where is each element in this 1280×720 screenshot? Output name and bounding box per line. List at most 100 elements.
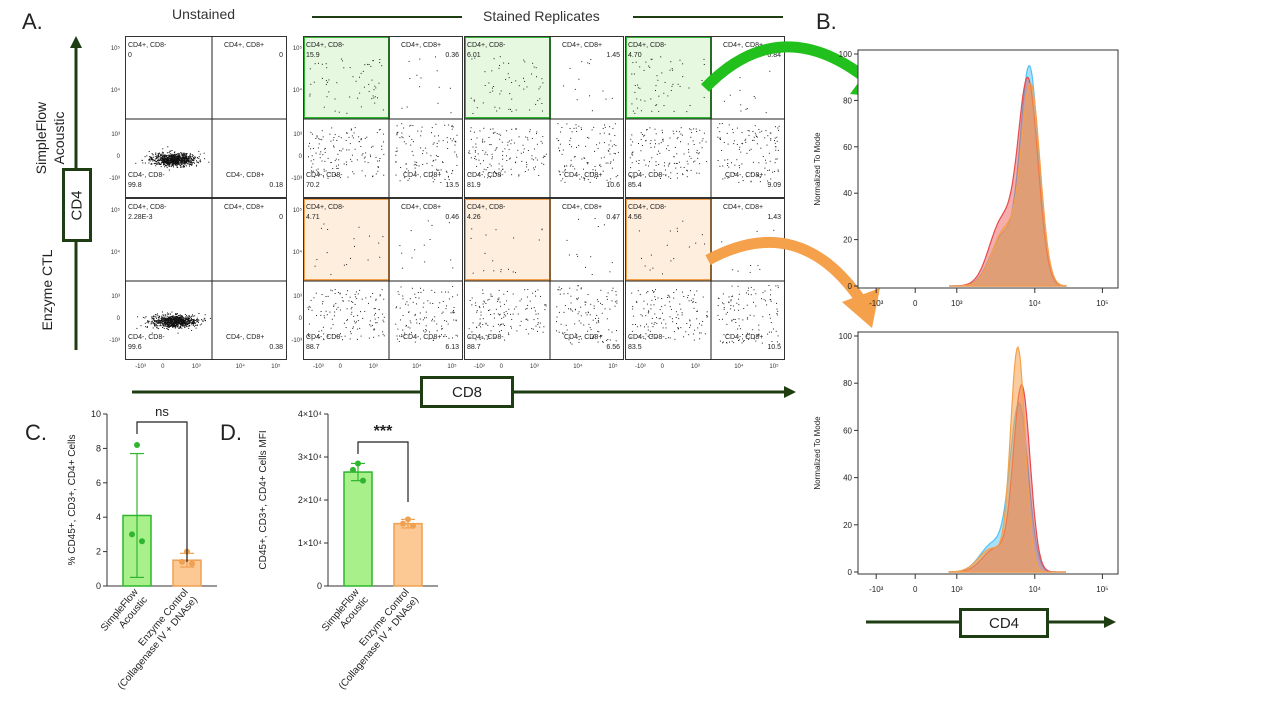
event-dot <box>529 109 531 111</box>
event-dot <box>689 105 691 106</box>
event-dot <box>191 319 193 321</box>
event-dot <box>323 168 325 170</box>
quadrant-value-lr: 10.5 <box>767 344 781 351</box>
event-dot <box>450 112 452 114</box>
event-dot <box>687 143 689 145</box>
event-dot <box>594 166 596 167</box>
event-dot <box>186 322 188 324</box>
event-dot <box>564 166 566 168</box>
event-dot <box>776 158 778 160</box>
event-dot <box>753 315 755 317</box>
event-dot <box>175 319 177 321</box>
event-dot <box>577 313 579 315</box>
event-dot <box>163 155 165 157</box>
event-dot <box>488 298 490 300</box>
event-dot <box>650 98 652 100</box>
event-dot <box>195 320 197 321</box>
event-dot <box>183 152 185 154</box>
event-dot <box>161 155 163 156</box>
event-dot <box>615 340 617 342</box>
event-dot <box>174 321 176 323</box>
bar <box>343 471 373 587</box>
event-dot <box>444 178 446 180</box>
event-dot <box>701 324 703 326</box>
event-dot <box>756 230 758 232</box>
panel-label-c: C. <box>25 420 47 445</box>
event-dot <box>342 300 344 302</box>
event-dot <box>193 321 195 323</box>
event-dot <box>695 128 697 130</box>
event-dot <box>543 155 545 157</box>
event-dot <box>359 92 361 94</box>
event-dot <box>163 163 165 164</box>
event-dot <box>668 295 670 297</box>
event-dot <box>737 270 739 272</box>
x-tick-label: -10³ <box>474 364 485 370</box>
event-dot <box>173 156 175 158</box>
event-dot <box>322 175 324 177</box>
event-dot <box>175 158 177 160</box>
event-dot <box>699 338 701 340</box>
event-dot <box>476 107 478 109</box>
event-dot <box>746 176 748 178</box>
event-dot <box>157 156 159 158</box>
event-dot <box>576 130 578 132</box>
event-dot <box>604 124 605 126</box>
quadrant-value-ll: 83.5 <box>628 344 642 351</box>
event-dot <box>168 165 170 167</box>
event-dot <box>688 151 690 153</box>
event-dot <box>777 170 779 172</box>
event-dot <box>437 156 439 157</box>
event-dot <box>173 325 175 327</box>
event-dot <box>168 313 169 315</box>
event-dot <box>409 78 411 79</box>
event-dot <box>484 153 486 155</box>
event-dot <box>436 70 438 72</box>
event-dot <box>680 133 682 135</box>
event-dot <box>184 320 186 321</box>
event-dot <box>322 154 324 156</box>
event-dot <box>188 161 190 163</box>
event-dot <box>352 76 354 78</box>
event-dot <box>434 135 436 137</box>
event-dot <box>770 139 772 141</box>
event-dot <box>761 130 763 132</box>
event-dot <box>632 306 634 307</box>
event-dot <box>650 254 652 256</box>
event-dot <box>329 172 331 174</box>
event-dot <box>175 323 176 325</box>
event-dot <box>180 166 182 168</box>
quadrant-value-ur: 0.47 <box>606 214 620 221</box>
event-dot <box>196 164 198 166</box>
event-dot <box>183 321 185 323</box>
event-dot <box>556 321 557 323</box>
event-dot <box>177 167 179 168</box>
event-dot <box>640 325 642 327</box>
quadrant-name-lr: CD4-, CD8+ <box>564 172 603 179</box>
event-dot <box>600 335 602 336</box>
event-dot <box>199 159 201 161</box>
event-dot <box>638 160 640 161</box>
event-dot <box>734 164 736 166</box>
event-dot <box>166 152 168 154</box>
event-dot <box>611 167 613 169</box>
event-dot <box>338 111 340 113</box>
event-dot <box>328 79 330 81</box>
event-dot <box>316 315 317 316</box>
event-dot <box>649 66 651 68</box>
event-dot <box>414 341 416 343</box>
event-dot <box>558 311 560 313</box>
event-dot <box>540 140 542 142</box>
event-dot <box>523 151 524 153</box>
event-dot <box>583 168 584 170</box>
event-dot <box>450 312 452 314</box>
event-dot <box>182 316 184 318</box>
event-dot <box>198 157 200 159</box>
event-dot <box>153 319 155 321</box>
event-dot <box>512 271 514 273</box>
event-dot <box>617 175 619 177</box>
event-dot <box>568 254 570 256</box>
event-dot <box>488 310 489 311</box>
event-dot <box>570 308 572 310</box>
event-dot <box>692 333 694 335</box>
